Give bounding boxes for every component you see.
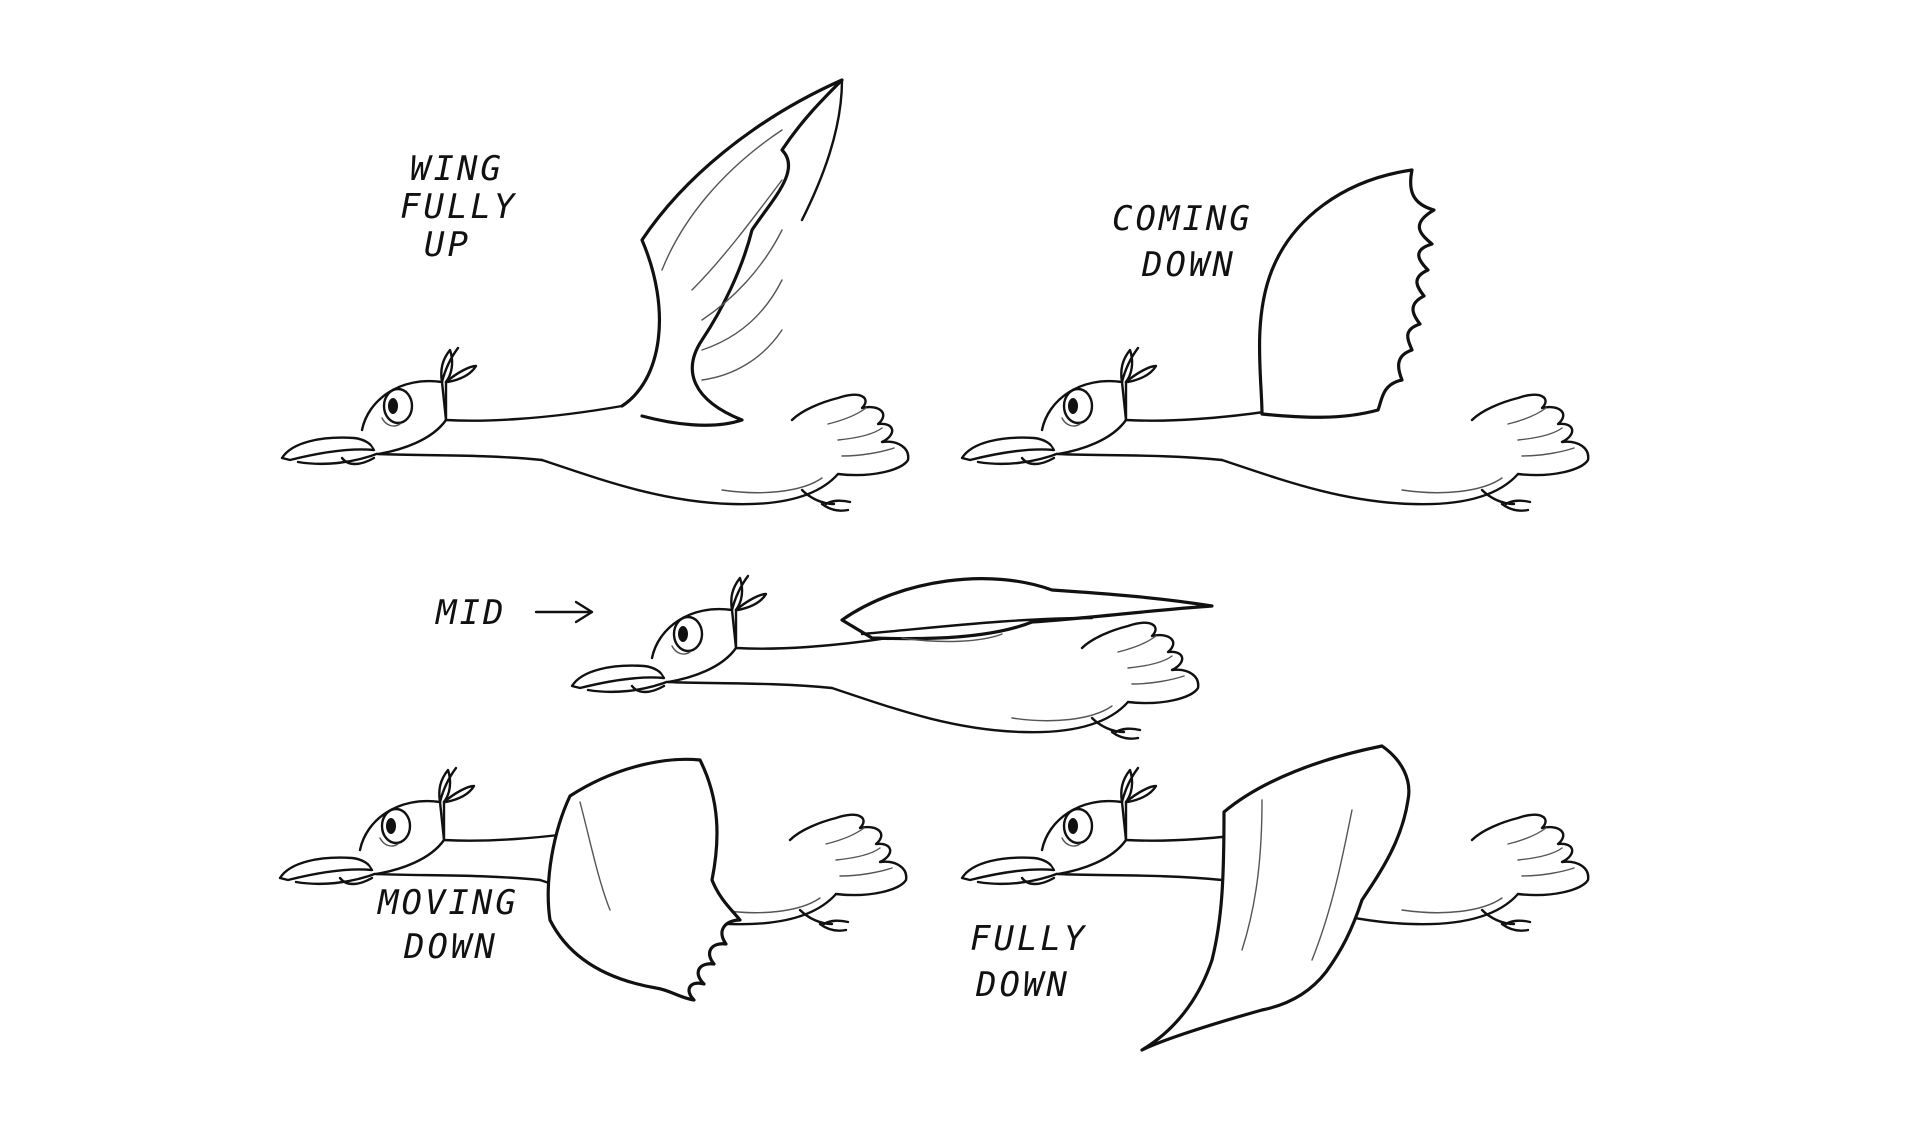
svg-text:MID: MID — [435, 593, 506, 633]
svg-text:UP: UP — [424, 225, 471, 265]
goose-wing-mid — [570, 574, 1214, 740]
svg-text:COMING: COMING — [1112, 199, 1253, 239]
svg-text:DOWN: DOWN — [1141, 245, 1236, 285]
label-coming-down: COMING DOWN — [1112, 199, 1253, 285]
label-moving-down: MOVING DOWN — [377, 883, 519, 967]
goose-wing-fully-up — [280, 78, 910, 512]
svg-text:DOWN: DOWN — [975, 965, 1070, 1005]
svg-text:MOVING: MOVING — [377, 883, 519, 923]
svg-text:DOWN: DOWN — [403, 927, 498, 967]
label-fully-down: FULLY DOWN — [970, 919, 1087, 1005]
goose-wing-moving-down — [278, 757, 908, 1002]
label-mid: MID — [435, 593, 594, 633]
label-wing-fully-up: WING FULLY UP — [400, 149, 517, 265]
svg-text:FULLY: FULLY — [970, 919, 1087, 959]
goose-wing-fully-down — [960, 744, 1590, 1052]
svg-text:FULLY: FULLY — [400, 187, 517, 227]
svg-text:WING: WING — [410, 149, 504, 189]
goose-wing-coming-down — [960, 168, 1590, 512]
